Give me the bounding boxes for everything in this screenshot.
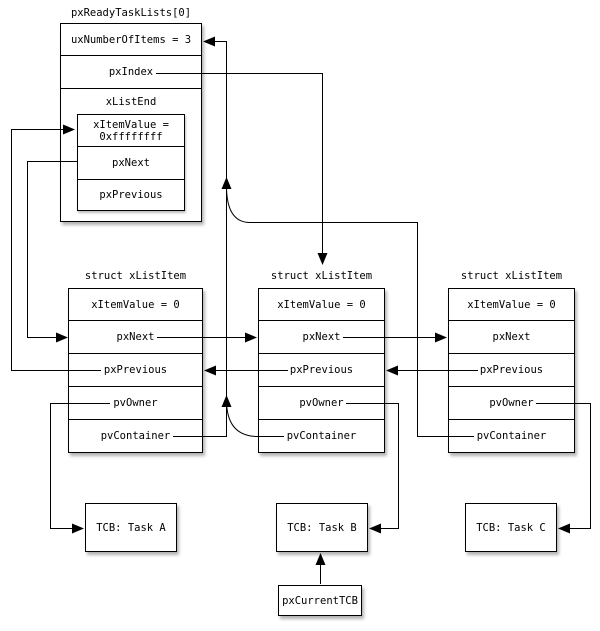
item-c-container-label: pvContainer (476, 430, 547, 442)
list-end-box: xItemValue = 0xffffffff pxNext pxPreviou… (77, 114, 185, 211)
current-tcb-cell: pxCurrentTCB (279, 586, 361, 615)
ready-list-box: uxNumberOfItems = 3 pxIndex xListEnd xIt… (60, 23, 202, 222)
index-label: pxIndex (108, 66, 154, 78)
item-a-value-label: xItemValue = 0 (91, 298, 180, 311)
item-c-next-cell: pxNext (449, 321, 574, 354)
item-c-next-label: pxNext (492, 331, 531, 343)
item-a-previous-cell: pxPrevious (69, 354, 202, 387)
item-b-value-label: xItemValue = 0 (277, 298, 366, 311)
list-item-b-title: struct xListItem (270, 270, 373, 282)
item-b-container-label: pvContainer (286, 430, 357, 442)
item-b-owner-cell: pvOwner (259, 387, 384, 420)
tcb-task-a-cell: TCB: Task A (86, 504, 176, 551)
list-item-c-box: xItemValue = 0 pxNext pxPrevious pvOwner… (448, 288, 575, 453)
list-item-a-title: struct xListItem (84, 270, 187, 282)
item-a-owner-label: pvOwner (113, 397, 158, 409)
item-b-previous-cell: pxPrevious (259, 354, 384, 387)
tcb-task-c-label: TCB: Task C (476, 521, 546, 534)
item-b-owner-label: pvOwner (299, 397, 344, 409)
item-c-previous-label: pxPrevious (479, 364, 544, 376)
list-end-previous-cell: pxPrevious (78, 180, 184, 210)
ready-list-num-items-cell: uxNumberOfItems = 3 (61, 24, 201, 56)
item-c-owner-label: pvOwner (489, 397, 534, 409)
item-a-container-label: pvContainer (100, 430, 171, 442)
ready-list-title: pxReadyTaskLists[0] (70, 7, 192, 19)
list-item-c-title: struct xListItem (460, 270, 563, 282)
item-b-container-cell: pvContainer (259, 420, 384, 452)
list-end-value-cell: xItemValue = 0xffffffff (78, 115, 184, 147)
current-tcb-label: pxCurrentTCB (282, 594, 358, 607)
item-c-container-cell: pvContainer (449, 420, 574, 452)
list-end-section: xListEnd xItemValue = 0xffffffff pxNext … (61, 89, 201, 221)
item-c-value-cell: xItemValue = 0 (449, 289, 574, 321)
list-end-next-cell: pxNext (78, 147, 184, 180)
item-b-previous-label: pxPrevious (289, 364, 354, 376)
num-items-label: uxNumberOfItems = 3 (70, 33, 192, 46)
item-a-previous-label: pxPrevious (103, 364, 168, 376)
list-end-previous-label: pxPrevious (99, 189, 163, 201)
current-tcb-box: pxCurrentTCB (278, 585, 362, 616)
item-a-next-label: pxNext (116, 331, 155, 343)
item-a-owner-cell: pvOwner (69, 387, 202, 420)
tcb-task-c-box: TCB: Task C (465, 503, 557, 552)
tcb-task-a-box: TCB: Task A (85, 503, 177, 552)
list-end-next-label: pxNext (112, 157, 150, 169)
item-c-owner-cell: pvOwner (449, 387, 574, 420)
list-end-value-line2: 0xffffffff (99, 130, 163, 143)
item-a-value-cell: xItemValue = 0 (69, 289, 202, 321)
ready-list-index-cell: pxIndex (61, 56, 201, 89)
item-c-previous-cell: pxPrevious (449, 354, 574, 387)
item-a-container-cell: pvContainer (69, 420, 202, 452)
item-b-next-cell: pxNext (259, 321, 384, 354)
tcb-task-b-box: TCB: Task B (276, 503, 368, 552)
tcb-task-a-label: TCB: Task A (96, 521, 166, 534)
tcb-task-b-cell: TCB: Task B (277, 504, 367, 551)
list-end-title: xListEnd (105, 96, 157, 108)
tcb-task-b-label: TCB: Task B (287, 521, 357, 534)
item-b-next-label: pxNext (302, 331, 341, 343)
tcb-task-c-cell: TCB: Task C (466, 504, 556, 551)
list-item-b-box: xItemValue = 0 pxNext pxPrevious pvOwner… (258, 288, 385, 453)
item-a-next-cell: pxNext (69, 321, 202, 354)
item-b-value-cell: xItemValue = 0 (259, 289, 384, 321)
list-item-a-box: xItemValue = 0 pxNext pxPrevious pvOwner… (68, 288, 203, 453)
item-c-value-label: xItemValue = 0 (467, 298, 556, 311)
list-end-value-line1: xItemValue = (93, 118, 169, 131)
